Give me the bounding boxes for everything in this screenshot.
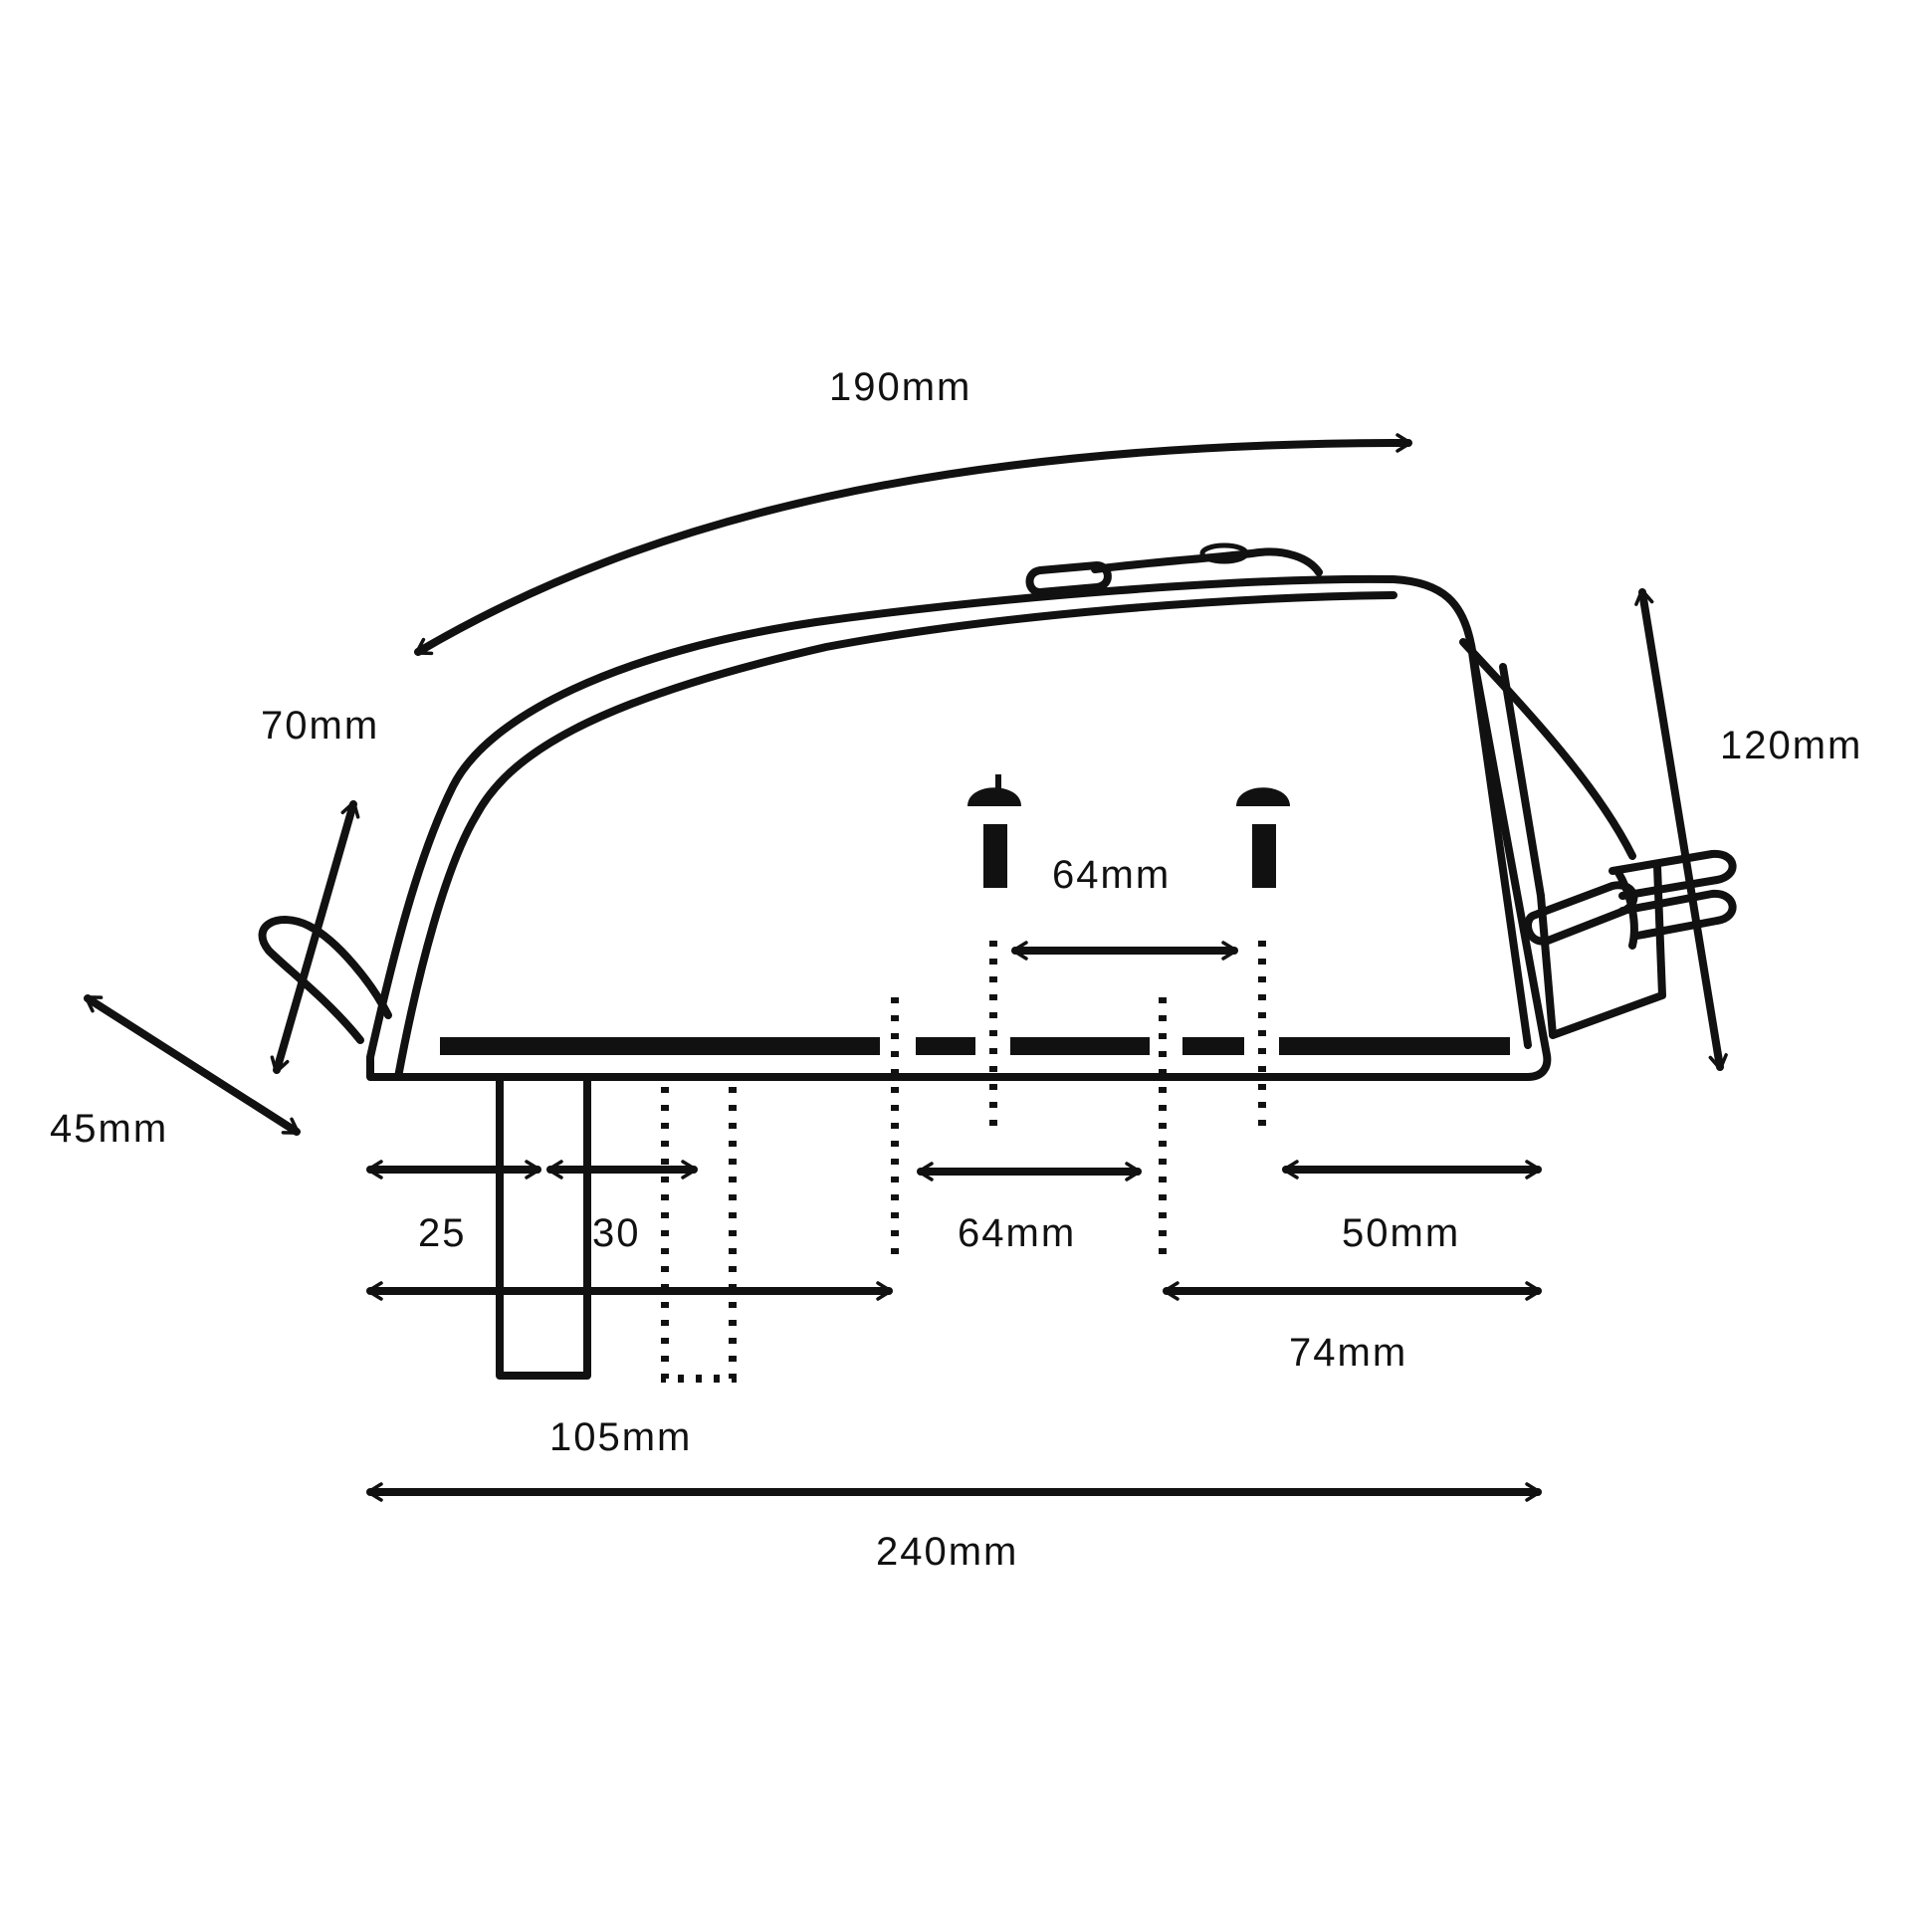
label-50mm: 50mm [1342, 1211, 1460, 1255]
dimension-arrows [84, 433, 1728, 1502]
label-64mm-bottom: 64mm [958, 1211, 1076, 1255]
bag-rear-panel [1467, 641, 1532, 1049]
label-74mm: 74mm [1289, 1331, 1407, 1375]
label-70mm: 70mm [261, 704, 379, 748]
label-240mm: 240mm [876, 1530, 1018, 1574]
label-30: 30 [592, 1211, 641, 1255]
arrow-120mm [1634, 588, 1728, 1071]
label-25: 25 [418, 1211, 467, 1255]
velcro-strap [496, 1073, 591, 1380]
label-190mm: 190mm [829, 365, 971, 409]
mounting-rail [440, 1037, 1510, 1055]
label-105mm: 105mm [549, 1415, 692, 1459]
arrow-70mm [270, 800, 360, 1074]
label-120mm: 120mm [1720, 724, 1862, 767]
label-45mm: 45mm [50, 1107, 168, 1151]
bag-inner-outline [394, 591, 1397, 1081]
guide-lines [891, 941, 1266, 1266]
bag-outer-outline [366, 574, 1552, 1081]
dimension-labels: 190mm 70mm 45mm 120mm 64mm 25 30 64mm 50… [50, 365, 1862, 1574]
bolt-front [967, 774, 1021, 888]
arrow-45mm [84, 994, 301, 1136]
bolt-rear [1236, 787, 1290, 888]
velcro-strap-alt [661, 1087, 737, 1383]
front-loop [258, 916, 392, 1044]
arrow-190mm [414, 433, 1412, 656]
label-64mm-top: 64mm [1052, 853, 1171, 897]
